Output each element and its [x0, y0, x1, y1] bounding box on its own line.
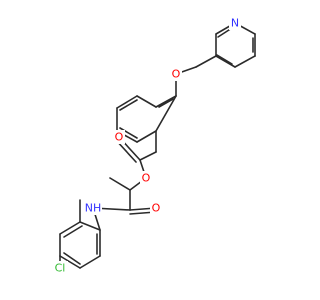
atom-label-layer: N O O O NH O Cl — [52, 16, 241, 275]
bond-37 — [59, 255, 81, 269]
chemical-structure: N O O O NH O Cl — [52, 16, 256, 275]
bond-7 — [216, 54, 233, 65]
bond-17 — [136, 130, 157, 143]
bond-34 — [79, 221, 101, 231]
bond-9 — [195, 55, 217, 68]
bond-18 — [155, 95, 177, 132]
atom-o-ester: O — [140, 171, 152, 185]
atom-o-ester-label: O — [142, 172, 151, 185]
atom-n-amide-label: NH — [85, 202, 102, 215]
bond-layer — [59, 22, 256, 269]
bond-2 — [234, 55, 256, 68]
atom-n-pyridine-label: N — [231, 17, 239, 30]
bond-21 — [119, 127, 138, 139]
bond-40 — [63, 225, 83, 238]
bond-19 — [158, 98, 174, 108]
bond-20 — [119, 99, 138, 111]
atom-n-amide: NH — [84, 201, 102, 215]
atom-o-carbonyl-ester: O — [113, 130, 125, 144]
bond-35 — [59, 221, 81, 235]
atom-o-carbonyl-amide-label: O — [152, 202, 161, 215]
atom-o-carbonyl-amide: O — [150, 201, 162, 215]
atom-o-ether-label: O — [172, 68, 181, 81]
bond-13 — [136, 95, 157, 108]
atom-n-pyridine: N — [229, 16, 241, 30]
bond-3 — [215, 55, 236, 68]
bond-28 — [109, 177, 131, 191]
bond-12 — [155, 95, 177, 108]
atom-o-carbonyl-ester-label: O — [115, 131, 124, 144]
atom-cl: Cl — [52, 261, 68, 275]
bond-38 — [79, 255, 101, 269]
bond-41 — [63, 252, 81, 265]
atom-cl-label: Cl — [55, 262, 66, 275]
bond-23 — [139, 151, 157, 161]
bond-14 — [116, 95, 138, 109]
atom-o-ether: O — [170, 67, 182, 81]
